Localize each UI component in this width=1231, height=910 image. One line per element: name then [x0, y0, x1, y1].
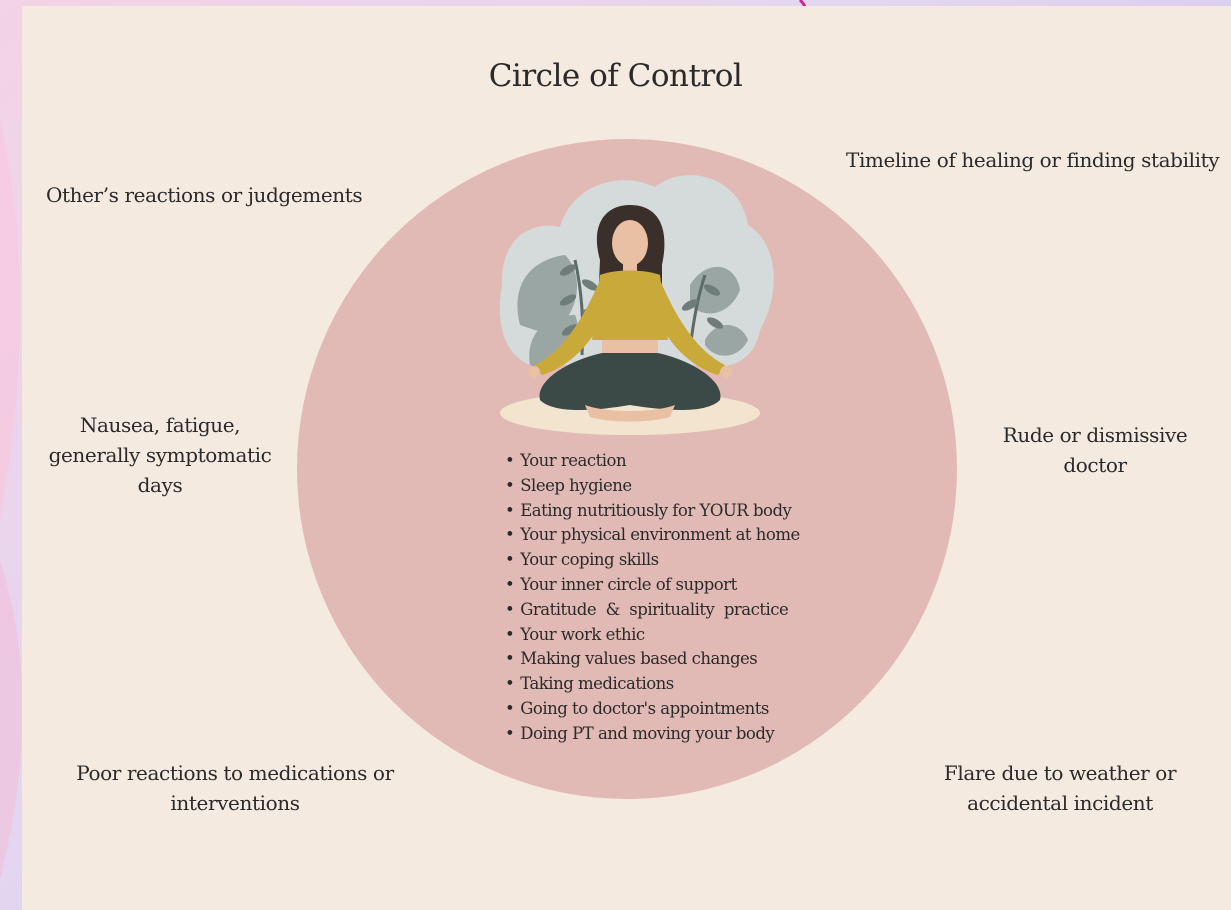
inside-control-list: Your reaction Sleep hygiene Eating nutri…: [505, 449, 845, 747]
outside-label-rude-doctor: Rude or dismissive doctor: [1002, 423, 1188, 477]
list-item: Taking medications: [505, 672, 845, 697]
list-item: Your physical environment at home: [505, 523, 845, 548]
outside-label-healing-timeline: Timeline of healing or finding stability: [846, 148, 1220, 172]
list-item: Your reaction: [505, 449, 845, 474]
list-item: Sleep hygiene: [505, 474, 845, 499]
list-item: Making values based changes: [505, 647, 845, 672]
outside-label-flare: Flare due to weather or accidental incid…: [943, 761, 1177, 815]
list-item: Going to doctor's appointments: [505, 697, 845, 722]
list-item: Your coping skills: [505, 548, 845, 573]
list-item: Your work ethic: [505, 623, 845, 648]
outside-label-poor-reactions: Poor reactions to medications or interve…: [76, 761, 394, 815]
face: [612, 220, 648, 266]
outside-label-symptomatic-days: Nausea, fatigue, generally symptomatic d…: [48, 413, 272, 497]
sweater: [592, 270, 668, 340]
diagram-title: Circle of Control: [488, 58, 743, 94]
pants: [539, 353, 721, 410]
outside-label-others-reactions: Other’s reactions or judgements: [46, 183, 363, 207]
list-item: Gratitude & spirituality practice: [505, 598, 845, 623]
list-item: Your inner circle of support: [505, 573, 845, 598]
list-item: Eating nutritiously for YOUR body: [505, 499, 845, 524]
list-item: Doing PT and moving your body: [505, 722, 845, 747]
meditating-woman-illustration: [499, 175, 774, 435]
